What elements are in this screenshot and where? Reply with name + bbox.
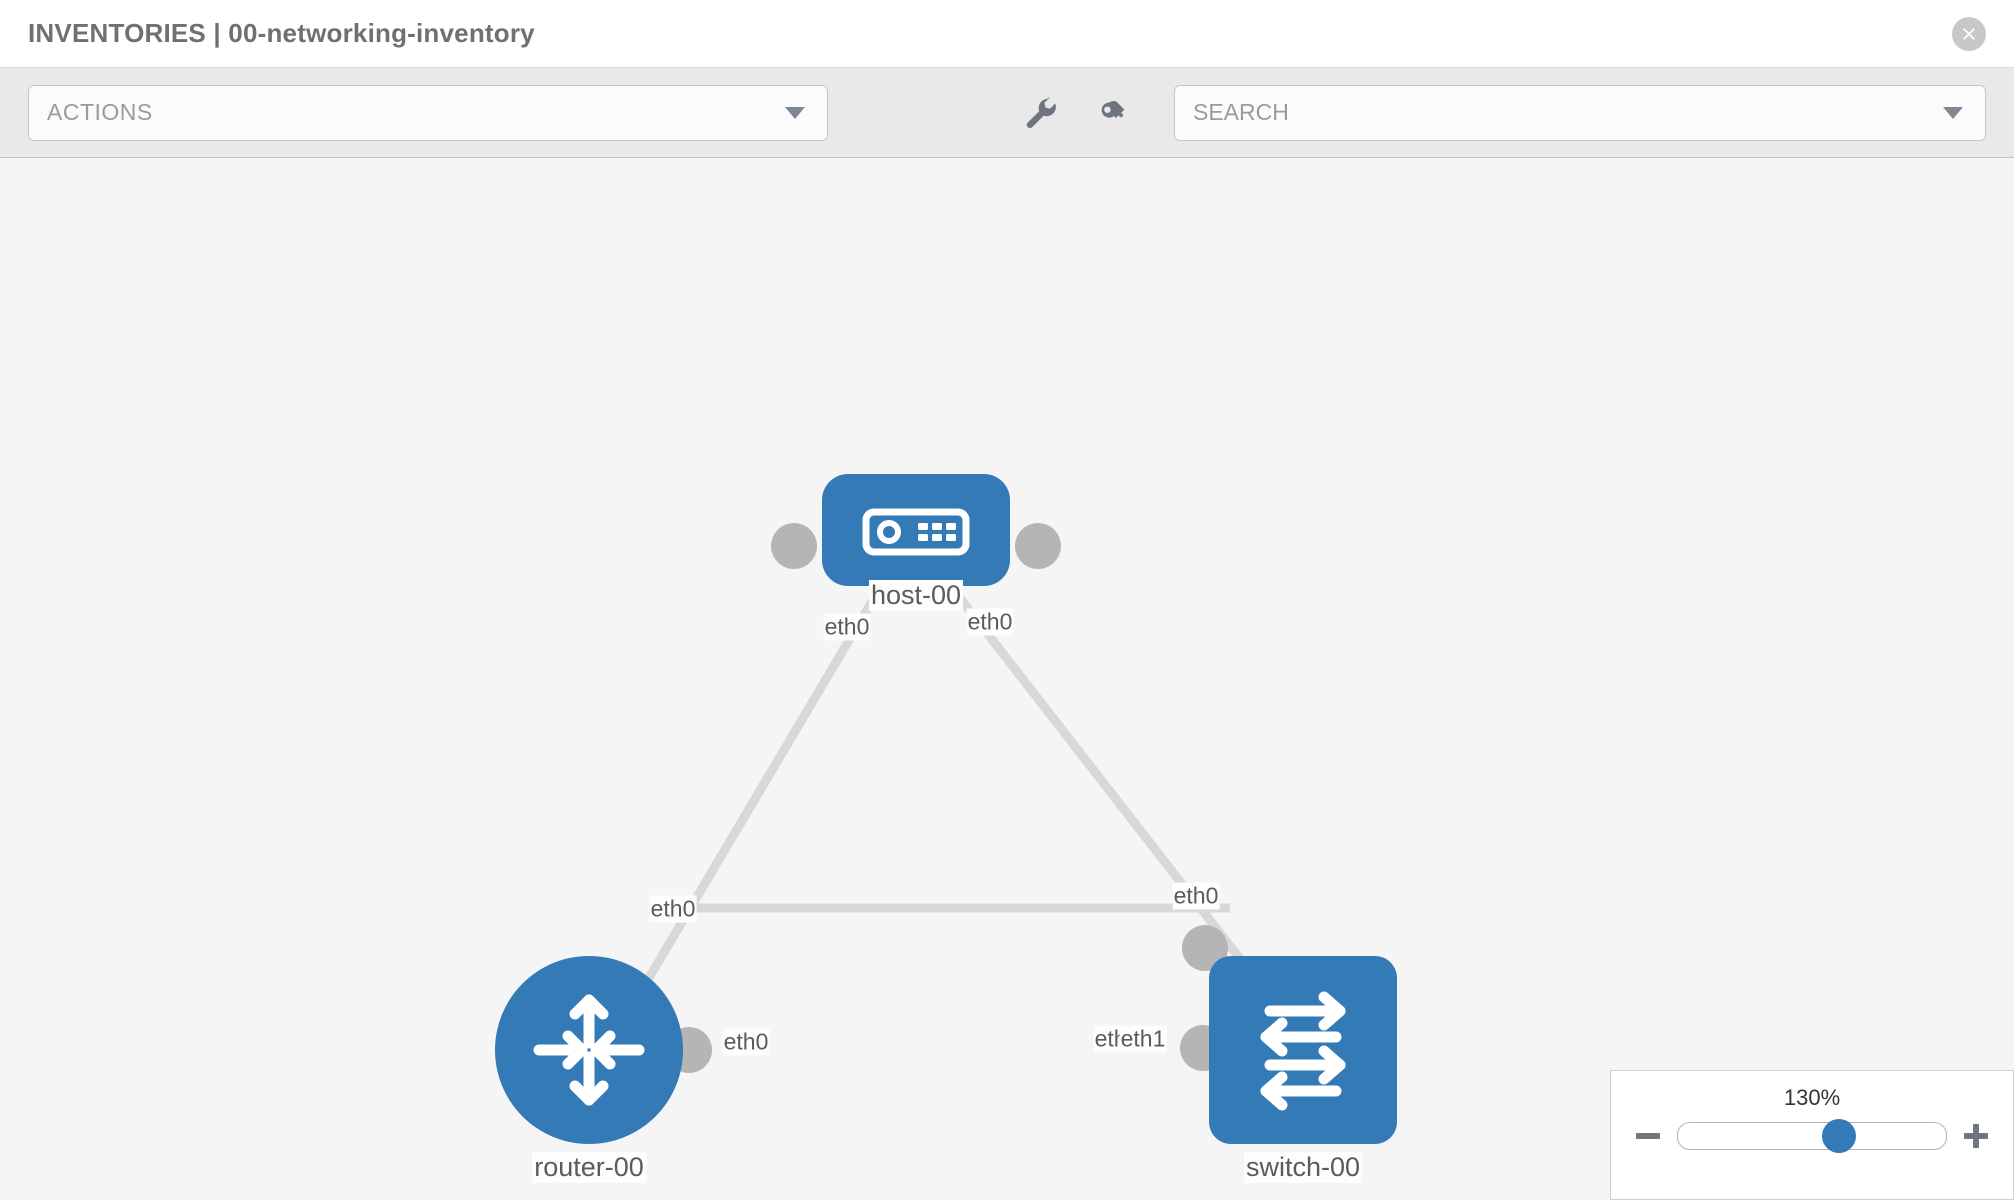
switch-arrows-icon	[1260, 991, 1346, 1111]
actions-dropdown[interactable]: ACTIONS	[28, 84, 828, 141]
edge-label-host00-router00-near: eth0	[823, 613, 871, 641]
page-title: INVENTORIES | 00-networking-inventory	[28, 18, 535, 48]
router-arrows-icon	[533, 994, 645, 1106]
port-nub-host-00-right[interactable]	[1015, 523, 1061, 569]
link-host00-router00	[636, 585, 884, 996]
search-box[interactable]	[1174, 84, 1986, 141]
search-input[interactable]	[1175, 85, 1985, 140]
node-shape-switch-00	[1209, 956, 1397, 1144]
minus-icon	[1636, 1133, 1660, 1139]
zoom-out-button[interactable]	[1633, 1121, 1663, 1151]
node-label-switch-00: switch-00	[1243, 1152, 1363, 1183]
zoom-percent-label: 130%	[1783, 1085, 1841, 1110]
topology-links	[636, 585, 1259, 996]
node-label-host-00: host-00	[868, 580, 964, 611]
node-shape-host-00	[822, 474, 1010, 586]
edge-label-switch00-router00-eth1: eth1	[1119, 1025, 1167, 1053]
edge-label-router00-switch00: eth0	[722, 1028, 770, 1056]
topology-node-router-00[interactable]: router-00	[495, 956, 712, 1183]
zoom-control: 130%	[1610, 1070, 2014, 1200]
topology-canvas[interactable]: host-00	[0, 158, 2014, 1200]
chevron-down-icon	[785, 106, 805, 119]
key-icon[interactable]	[1092, 91, 1136, 135]
page-header: INVENTORIES | 00-networking-inventory	[0, 0, 2014, 68]
wrench-icon[interactable]	[1018, 91, 1062, 135]
plus-icon-vertical	[1973, 1124, 1979, 1148]
link-host00-switch00	[948, 585, 1259, 981]
topology-node-switch-00[interactable]: switch-00	[1180, 925, 1397, 1183]
close-icon[interactable]	[1952, 16, 1986, 51]
actions-dropdown-label: ACTIONS	[47, 99, 153, 125]
search-chevron-down-icon[interactable]	[1943, 106, 1963, 119]
zoom-in-button[interactable]	[1961, 1121, 1991, 1151]
topology-graph: host-00	[0, 158, 2014, 1200]
zoom-slider-thumb[interactable]	[1821, 1119, 1856, 1153]
server-icon	[862, 508, 970, 556]
node-label-router-00: router-00	[532, 1152, 646, 1183]
toolbar: ACTIONS	[0, 68, 2014, 158]
topology-node-host-00[interactable]: host-00	[771, 474, 1061, 611]
port-nub-host-00-left[interactable]	[771, 523, 817, 569]
toolbar-icon-group	[1018, 91, 1136, 135]
node-shape-router-00	[495, 956, 683, 1144]
edge-label-switch00-host00: eth0	[1172, 882, 1220, 910]
edge-label-router00-host00: eth0	[649, 895, 697, 923]
zoom-slider-row	[1611, 1119, 2013, 1153]
edge-label-host00-switch00-near: eth0	[966, 608, 1014, 636]
zoom-slider[interactable]	[1677, 1119, 1947, 1153]
